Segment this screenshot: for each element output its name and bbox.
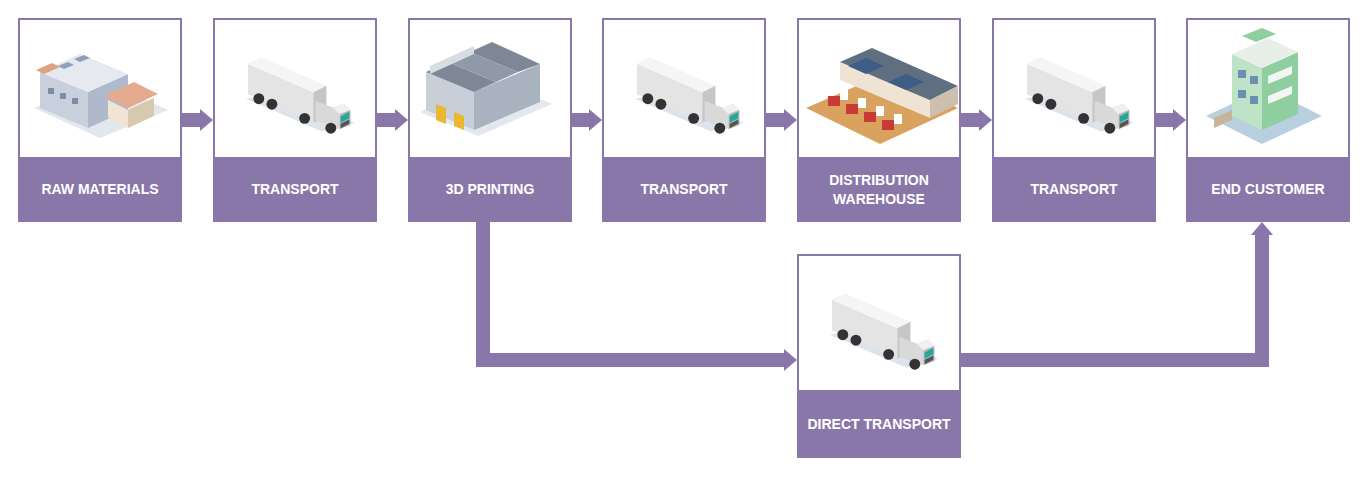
arrow-shaft xyxy=(483,222,784,360)
process-box: TRANSPORT xyxy=(213,18,377,222)
flow-arrow xyxy=(572,109,602,131)
box-label: DISTRIBUTION WAREHOUSE xyxy=(805,171,953,209)
process-box: END CUSTOMER xyxy=(1186,18,1350,222)
box-label: 3D PRINTING xyxy=(446,180,535,199)
label-band: TRANSPORT xyxy=(992,157,1156,222)
box-label: DIRECT TRANSPORT xyxy=(807,415,950,434)
process-box: 3D PRINTING xyxy=(408,18,572,222)
process-box: TRANSPORT xyxy=(992,18,1156,222)
arrow-head xyxy=(1251,222,1273,235)
label-band: 3D PRINTING xyxy=(408,157,572,222)
label-band: TRANSPORT xyxy=(213,157,377,222)
arrow-shaft xyxy=(961,113,979,127)
box-label: TRANSPORT xyxy=(640,180,727,199)
arrow-head xyxy=(589,109,602,131)
factory-building xyxy=(420,42,552,136)
flow-arrow xyxy=(1156,109,1186,131)
box-label: RAW MATERIALS xyxy=(41,180,158,199)
process-box: DISTRIBUTION WAREHOUSE xyxy=(797,18,961,222)
arrow-head xyxy=(784,109,797,131)
arrow-head xyxy=(395,109,408,131)
flow-arrow xyxy=(182,109,213,131)
flow-arrow xyxy=(961,109,992,131)
arrow-shaft xyxy=(572,113,589,127)
arrow-shaft xyxy=(182,113,200,127)
arrow-shaft xyxy=(377,113,395,127)
customer-building xyxy=(1206,28,1322,144)
arrow-head xyxy=(1173,109,1186,131)
flow-arrow xyxy=(377,109,408,131)
arrow-shaft xyxy=(961,235,1262,360)
label-band: TRANSPORT xyxy=(602,157,766,222)
box-label: TRANSPORT xyxy=(251,180,338,199)
process-box: TRANSPORT xyxy=(602,18,766,222)
warehouse-building xyxy=(806,48,958,144)
flow-arrow xyxy=(961,222,1273,360)
arrow-head xyxy=(200,109,213,131)
arrow-head xyxy=(979,109,992,131)
arrow-head xyxy=(784,349,797,371)
process-box: RAW MATERIALS xyxy=(18,18,182,222)
label-band: END CUSTOMER xyxy=(1186,157,1350,222)
raw-materials-building xyxy=(34,54,168,138)
process-box: DIRECT TRANSPORT xyxy=(797,254,961,458)
flow-arrow xyxy=(766,109,797,131)
label-band: RAW MATERIALS xyxy=(18,157,182,222)
arrow-shaft xyxy=(1156,113,1173,127)
flow-arrow xyxy=(483,222,797,371)
box-label: END CUSTOMER xyxy=(1211,180,1324,199)
label-band: DIRECT TRANSPORT xyxy=(797,390,961,458)
arrow-shaft xyxy=(766,113,784,127)
label-band: DISTRIBUTION WAREHOUSE xyxy=(797,157,961,222)
box-label: TRANSPORT xyxy=(1030,180,1117,199)
